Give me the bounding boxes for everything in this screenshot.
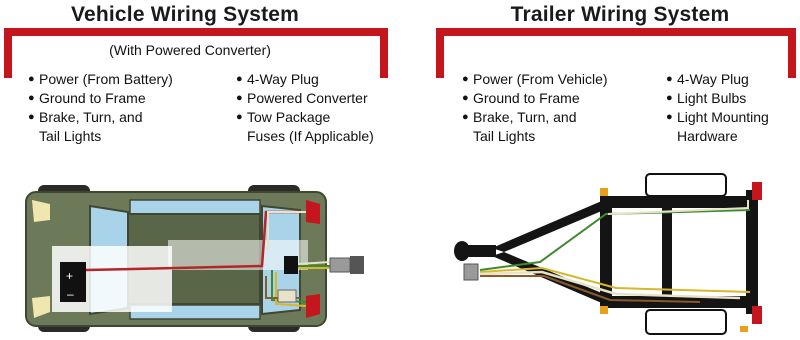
hitch-ball-coupler bbox=[454, 241, 470, 261]
list-item-continuation: Fuses (If Applicable) bbox=[247, 128, 374, 144]
vehicle-wiring-diagram: + – bbox=[25, 185, 364, 332]
4-way-plug-connector bbox=[350, 256, 364, 274]
tail-light bbox=[306, 294, 320, 318]
vehicle-title: Vehicle Wiring System bbox=[70, 3, 300, 26]
list-item: Tow Package bbox=[236, 108, 374, 127]
trailer-title: Trailer Wiring System bbox=[510, 3, 730, 26]
fuse-icon bbox=[277, 289, 297, 303]
vehicle-title-bracket bbox=[4, 28, 388, 78]
trailer-wiring-diagram bbox=[454, 173, 762, 335]
trailer-frame-rail bbox=[600, 196, 612, 308]
light-wire bbox=[275, 272, 307, 307]
trailer-wire bbox=[479, 266, 751, 293]
light-wire bbox=[267, 211, 306, 250]
trailer-panel: Trailer Wiring System Power (From Vehicl… bbox=[400, 0, 800, 340]
4-way-plug-icon bbox=[463, 263, 479, 281]
side-marker-light bbox=[600, 306, 608, 314]
list-item: 4-Way Plug bbox=[666, 70, 769, 89]
headlight bbox=[32, 296, 50, 318]
trailer-coupler bbox=[462, 245, 496, 257]
side-windows bbox=[129, 199, 261, 215]
tail-light bbox=[752, 182, 762, 200]
trailer-components-list-right: 4-Way Plug Light Bulbs Light Mounting Ha… bbox=[666, 70, 769, 146]
list-item: Power (From Battery) bbox=[28, 70, 173, 89]
trailer-wire bbox=[480, 275, 701, 303]
list-item: Brake, Turn, and bbox=[28, 108, 173, 127]
list-item: 4-Way Plug bbox=[236, 70, 374, 89]
battery-icon bbox=[60, 262, 86, 302]
vehicle-components-list-left: Power (From Battery) Ground to Frame Bra… bbox=[28, 70, 173, 146]
vehicle-components-list-right: 4-Way Plug Powered Converter Tow Package… bbox=[236, 70, 374, 146]
list-item: Brake, Turn, and bbox=[462, 108, 608, 127]
4-way-plug-icon bbox=[329, 257, 351, 273]
list-item: Light Mounting bbox=[666, 108, 769, 127]
trailer-ground-wire bbox=[479, 270, 741, 300]
vehicle-panel: Vehicle Wiring System (With Powered Conv… bbox=[0, 0, 400, 340]
list-item: Powered Converter bbox=[236, 89, 374, 108]
trailer-title-bracket bbox=[436, 28, 796, 78]
vehicle-subtitle: (With Powered Converter) bbox=[109, 42, 271, 58]
trailer-axle bbox=[662, 196, 672, 308]
trailer-wire bbox=[607, 200, 749, 215]
tail-light bbox=[752, 306, 762, 324]
battery-minus-label: – bbox=[67, 287, 74, 301]
powered-converter-icon bbox=[284, 256, 298, 274]
trailer-frame-rail bbox=[746, 190, 758, 314]
trailer-wheel bbox=[645, 173, 727, 197]
tail-light bbox=[306, 200, 320, 224]
trailer-tongue bbox=[492, 200, 604, 252]
headlight bbox=[32, 200, 50, 222]
list-item: Ground to Frame bbox=[28, 89, 173, 108]
battery-plus-label: + bbox=[66, 269, 73, 283]
list-item: Ground to Frame bbox=[462, 89, 608, 108]
side-marker-light bbox=[740, 326, 748, 332]
list-item: Power (From Vehicle) bbox=[462, 70, 608, 89]
trailer-wheel bbox=[645, 309, 727, 335]
list-item-continuation: Hardware bbox=[677, 128, 738, 144]
list-item: Light Bulbs bbox=[666, 89, 769, 108]
list-item-continuation: Tail Lights bbox=[39, 128, 102, 144]
trailer-components-list-left: Power (From Vehicle) Ground to Frame Bra… bbox=[462, 70, 608, 146]
list-item-continuation: Tail Lights bbox=[473, 128, 536, 144]
side-marker-light bbox=[600, 188, 608, 196]
trailer-frame-rail bbox=[600, 196, 756, 208]
